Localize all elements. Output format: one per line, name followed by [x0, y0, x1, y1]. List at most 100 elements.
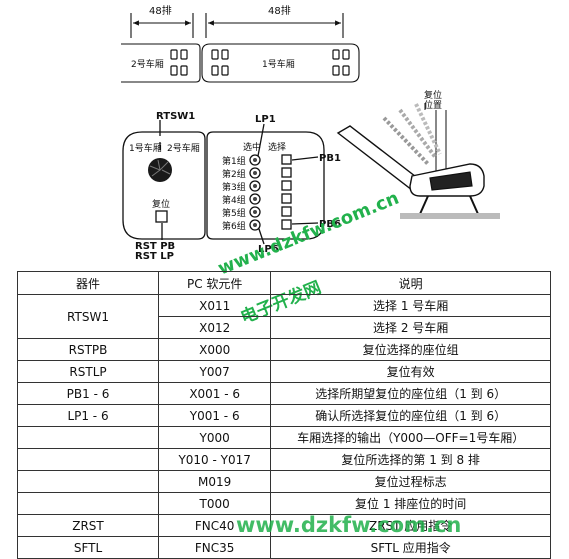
- cell-pc: X011: [158, 294, 272, 317]
- cell-pc: Y007: [158, 360, 272, 383]
- cell-pc: T000: [158, 492, 272, 515]
- pb6-leader: [291, 222, 319, 225]
- seat-leg-right: [469, 195, 479, 215]
- group-label-5: 第5组: [222, 207, 246, 219]
- cell-desc: 车厢选择的输出（Y000—OFF=1号车厢）: [270, 426, 551, 449]
- reset-button-icon[interactable]: [155, 210, 168, 223]
- pb1-label: PB1: [319, 153, 341, 164]
- car2-option-label: 2号车厢: [167, 142, 200, 154]
- cell-device: SFTL: [16, 536, 160, 559]
- cell-pc: Y001 - 6: [158, 404, 272, 427]
- cell-device: [16, 470, 160, 493]
- cell-device: PB1 - 6: [16, 382, 160, 405]
- panel-left-outline: [122, 131, 206, 240]
- car1-option-label: 1号车厢: [129, 142, 162, 154]
- cell-desc: SFTL 应用指令: [270, 536, 551, 559]
- pb6-label: PB6: [319, 219, 341, 230]
- panel-right-outline: [206, 131, 325, 240]
- car1-outline: [201, 43, 360, 83]
- cell-pc: Y000: [158, 426, 272, 449]
- table-row: Y000 车厢选择的输出（Y000—OFF=1号车厢）: [16, 426, 551, 449]
- header-description: 说明: [270, 271, 551, 295]
- table-row: ZRST FNC40 ZRST 应用指令: [16, 514, 551, 537]
- header-device: 器件: [16, 271, 160, 295]
- cell-desc: 选择 1 号车厢: [270, 294, 551, 317]
- car2-outline: [121, 43, 201, 83]
- control-panel: [122, 120, 325, 245]
- seat-cushion-shade: [429, 171, 473, 191]
- lp6-leader: [257, 225, 265, 245]
- table-row: RSTLP Y007 复位有效: [16, 360, 551, 383]
- seat-leg-left: [419, 195, 429, 215]
- reset-position-label-1: 复位: [424, 89, 442, 101]
- table-row: X012 选择 2 号车厢: [18, 316, 551, 339]
- table-row: T000 复位 1 排座位的时间: [16, 492, 551, 515]
- cell-desc: 选择所期望复位的座位组（1 到 6）: [270, 382, 551, 405]
- cell-device: RSTPB: [16, 338, 160, 361]
- select-header: 选择: [268, 141, 286, 153]
- reset-position-label-2: 位置: [424, 99, 442, 111]
- lp1-leader: [257, 123, 265, 157]
- cell-device: RSTLP: [16, 360, 160, 383]
- cell-pc: FNC35: [158, 536, 272, 559]
- car1-seats-right: [332, 49, 350, 76]
- car2-label: 2号车厢: [131, 58, 164, 70]
- lp1-label: LP1: [255, 114, 276, 125]
- cell-device: RTSW1: [16, 294, 160, 339]
- car1-label: 1号车厢: [262, 58, 295, 70]
- group-buttons[interactable]: [281, 154, 292, 230]
- table-row: SFTL FNC35 SFTL 应用指令: [16, 536, 551, 559]
- cell-desc: 复位所选择的第 1 到 8 排: [270, 448, 551, 471]
- reset-label: 复位: [152, 198, 170, 210]
- table-row: M019 复位过程标志: [16, 470, 551, 493]
- dim-label-left: 48排: [149, 4, 172, 17]
- selected-header: 选中: [243, 141, 261, 153]
- cell-pc: X001 - 6: [158, 382, 272, 405]
- seat-reset-diagram: 48排 48排 2号车厢 1号车厢 RTSW1 1号车厢 2号车厢 复位 RST…: [121, 4, 500, 262]
- seat-rows-figure: [121, 13, 360, 83]
- rst-pb-label: RST PB: [135, 241, 175, 252]
- table-row: Y010 - Y017 复位所选择的第 1 到 8 排: [16, 448, 551, 471]
- cell-desc: 复位有效: [270, 360, 551, 383]
- cell-desc: 复位 1 排座位的时间: [270, 492, 551, 515]
- io-assignment-table: 器件 PC 软元件 说明 RTSW1 X011 选择 1 号车厢 X012 选择…: [16, 271, 551, 559]
- dim-label-right: 48排: [268, 4, 291, 17]
- group-label-6: 第6组: [222, 220, 246, 232]
- cell-device: [16, 426, 160, 449]
- group-lamps: [249, 154, 261, 231]
- car1-seats-left: [211, 49, 229, 76]
- cell-pc: X012: [158, 316, 272, 339]
- cell-desc: 选择 2 号车厢: [270, 316, 551, 339]
- cell-pc: M019: [158, 470, 272, 493]
- seat-backrest: [336, 125, 421, 191]
- group-label-1: 第1组: [222, 155, 246, 167]
- group-label-4: 第4组: [222, 194, 246, 206]
- car2-seats: [170, 49, 188, 76]
- cell-device: [16, 492, 160, 515]
- table-row: PB1 - 6 X001 - 6 选择所期望复位的座位组（1 到 6）: [16, 382, 551, 405]
- header-pc-element: PC 软元件: [158, 271, 272, 295]
- table-header-row: 器件 PC 软元件 说明: [16, 271, 551, 295]
- table-row: RTSW1 X011 选择 1 号车厢: [16, 294, 551, 339]
- cell-device: ZRST: [16, 514, 160, 537]
- table-row: RSTPB X000 复位选择的座位组: [16, 338, 551, 361]
- pb1-leader: [291, 156, 319, 161]
- group-label-3: 第3组: [222, 181, 246, 193]
- rtsw1-label: RTSW1: [156, 111, 195, 122]
- rtsw1-knob-texture: [149, 159, 171, 177]
- cell-desc: ZRST 应用指令: [270, 514, 551, 537]
- lp6-label: LP6: [258, 244, 279, 255]
- cell-desc: 复位选择的座位组: [270, 338, 551, 361]
- cell-desc: 确认所选择复位的座位组（1 到 6）: [270, 404, 551, 427]
- rst-lp-label: RST LP: [135, 251, 174, 262]
- group-label-2: 第2组: [222, 168, 246, 180]
- cell-desc: 复位过程标志: [270, 470, 551, 493]
- group-lamp-dots: [253, 158, 257, 227]
- seat-illustration: [336, 103, 500, 219]
- cell-pc: X000: [158, 338, 272, 361]
- cell-device: LP1 - 6: [16, 404, 160, 427]
- cell-pc: FNC40: [158, 514, 272, 537]
- table-row: LP1 - 6 Y001 - 6 确认所选择复位的座位组（1 到 6）: [16, 404, 551, 427]
- cell-device: [16, 448, 160, 471]
- cell-pc: Y010 - Y017: [158, 448, 272, 471]
